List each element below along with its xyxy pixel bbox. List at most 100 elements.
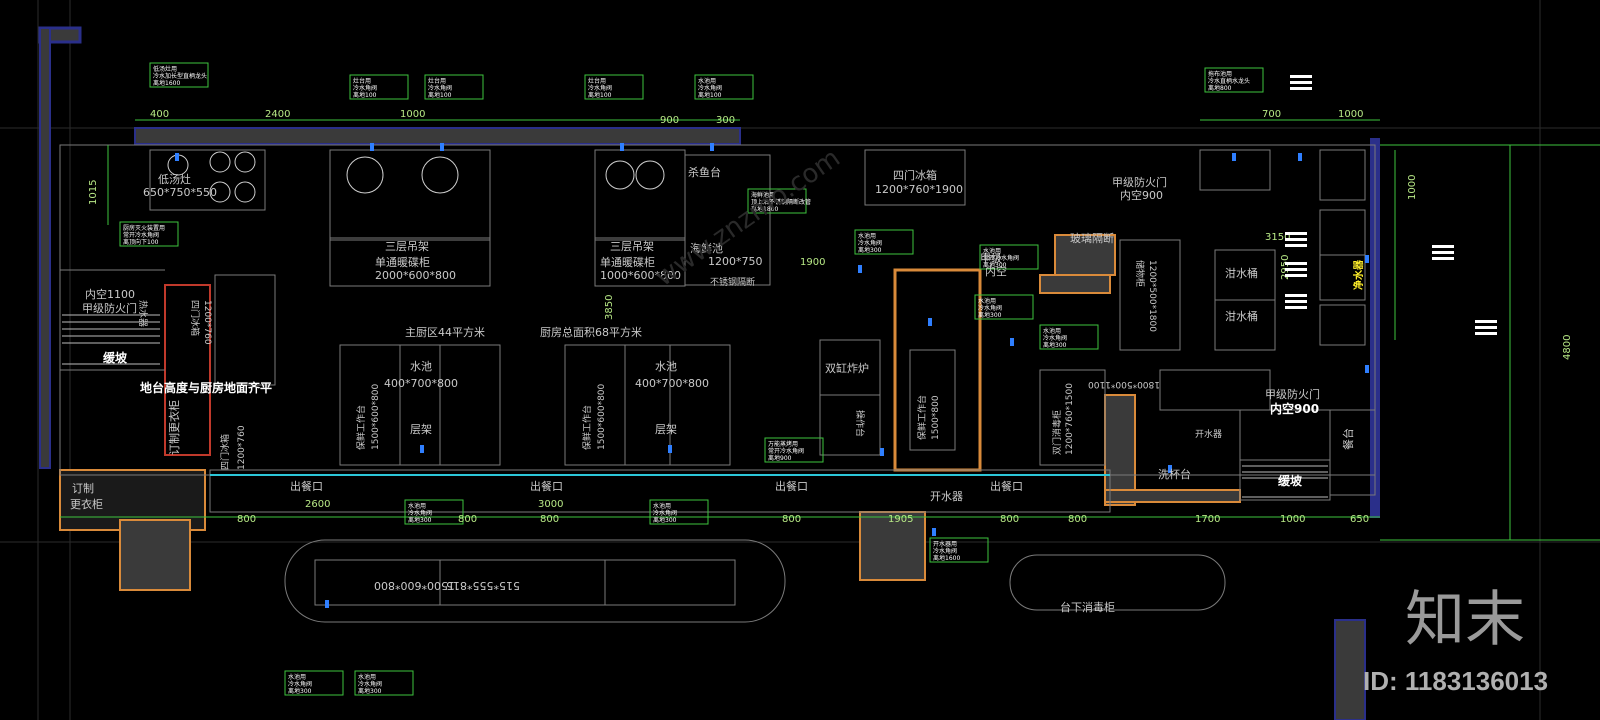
label-shelf-right: 储物柜 <box>1134 260 1146 287</box>
spec-tag-border <box>354 670 414 696</box>
spec-tag-line: 离地300 <box>288 687 312 695</box>
dim-side-4: 1900 <box>800 257 825 268</box>
spec-tag-line: 厨房灭火装置用 <box>123 224 165 232</box>
dim-top-5: 700 <box>1262 109 1281 120</box>
spec-tag-line: 离地300 <box>978 311 1002 319</box>
spec-tag-border <box>349 74 409 100</box>
spec-tag-line: 水池用 <box>408 502 426 510</box>
label-rack1: 三层吊架 <box>385 240 429 253</box>
dim-top-6: 1000 <box>1338 109 1363 120</box>
spec-tag-border <box>284 670 344 696</box>
spec-tag-line: 离地300 <box>858 246 882 254</box>
label-inner-clear: 内空1100 <box>85 287 135 301</box>
label-fridge-top-size: 1200*760*1900 <box>875 183 963 196</box>
label-fryer: 双缸炸炉 <box>825 361 869 375</box>
dim-bottom-8: 800 <box>1068 514 1087 525</box>
spec-tag-line: 离地1600 <box>933 554 960 562</box>
dim-bottom-11: 650 <box>1350 514 1369 525</box>
label-water-dispenser2: 开水器 <box>1195 428 1222 440</box>
label-fire-door-right-clear: 内空900 <box>1270 401 1319 416</box>
dim-bottom-10: 1000 <box>1280 514 1305 525</box>
dim-side-3: 3850 <box>604 295 615 320</box>
label-main-area: 主厨区44平方米 <box>405 325 485 339</box>
spec-tag-line: 离地100 <box>353 91 377 99</box>
label-shelf1: 层架 <box>410 423 432 436</box>
spec-tag-border <box>747 188 807 214</box>
label-ramp-right: 缓坡 <box>1278 473 1303 488</box>
dim-top-0: 400 <box>150 109 169 120</box>
spec-tag-line: 水池用 <box>978 297 996 305</box>
label-fire-door-top-clear: 内空900 <box>1120 188 1163 202</box>
spec-tag-line: 冷水角阀 <box>353 84 377 92</box>
spec-tag-border <box>979 244 1039 270</box>
label-disinfect: 台下消毒柜 <box>1060 600 1115 614</box>
label-pass2: 出餐口 <box>530 479 563 493</box>
label-fire-door-top: 甲级防火门 <box>1112 175 1167 189</box>
label-locker-left: 订制更衣柜 <box>167 400 181 455</box>
label-glass-cabinet: 玻璃隔断 <box>1070 231 1114 245</box>
label-locker-bottom: 订制 <box>72 482 94 495</box>
label-cabinet2-size: 1000*600*800 <box>600 269 681 282</box>
label-rack2: 三层吊架 <box>610 240 654 253</box>
label-pass1: 出餐口 <box>290 479 323 493</box>
label-sink1-size: 400*700*800 <box>384 377 458 390</box>
label-shelf2: 层架 <box>655 423 677 436</box>
dim-bottom-4: 800 <box>540 514 559 525</box>
label-cabinet2: 单通暖碟柜 <box>600 256 655 269</box>
dim-top-4: 300 <box>716 115 735 126</box>
label-fridge-left: 四门冰箱 <box>189 300 201 336</box>
room-labels: 低汤灶 650*750*550 三层吊架 单通暖碟柜 2000*600*800 … <box>70 165 1365 614</box>
spec-tag-line: 离地1600 <box>153 79 180 87</box>
label-stove-size: 650*750*550 <box>143 186 217 199</box>
label-workbench2-size: 1500*600*800 <box>597 383 607 450</box>
spec-tag-border <box>854 229 914 255</box>
label-dish-cabinet: 双门消毒柜 <box>1051 410 1063 455</box>
dim-top-2: 1000 <box>400 109 425 120</box>
spec-tag-line: 常开冷水角阀 <box>983 254 1019 262</box>
label-dining: 餐台 <box>1341 428 1355 450</box>
ramp-hatch-right <box>1242 465 1328 498</box>
spec-tag-border <box>694 74 754 100</box>
label-ramp-left: 缓坡 <box>103 350 128 365</box>
stove-burners <box>167 151 665 203</box>
spec-tag-border <box>649 499 709 525</box>
spec-tag-line: 离地300 <box>408 516 432 524</box>
label-stove: 低汤灶 <box>158 172 191 186</box>
label-size-mirror: 1800*500*1100 <box>1088 379 1160 389</box>
label-clean-water: 净水器 <box>1352 259 1365 290</box>
watermark-logo: 知末 <box>1405 585 1525 655</box>
dim-bottom-3: 3000 <box>538 499 563 510</box>
label-seafood-pool: 海鲜池 <box>690 241 723 255</box>
dim-texts: 400 2400 1000 900 300 700 1000 800 2600 … <box>88 109 1573 525</box>
spec-tag-line: 离地900 <box>768 454 792 462</box>
label-fire-door-right: 甲级防火门 <box>1265 387 1320 401</box>
spec-tag-line: 开水器用 <box>933 540 957 548</box>
list-icons <box>1285 75 1497 335</box>
label-water-bucket1: 泔水桶 <box>1225 266 1258 280</box>
label-partition: 不锈钢隔断 <box>710 276 755 288</box>
spec-tag-line: 离地100 <box>428 91 452 99</box>
label-water-dispenser: 开水器 <box>930 490 963 503</box>
spec-tag-line: 常开冷水角阀 <box>768 447 804 455</box>
spec-tag-border <box>1039 324 1099 350</box>
spec-tag-line: 水池用 <box>653 502 671 510</box>
watermark-id: ID: 1183136013 <box>1363 666 1548 696</box>
spec-tag-line: 冷水角阀 <box>1043 334 1067 342</box>
label-bottom-counter-size: 1500*600*800 <box>374 579 455 592</box>
spec-tag-line: 水池用 <box>698 77 716 85</box>
label-seafood-size: 1200*750 <box>708 255 763 268</box>
spec-tag-line: 冷水角阀 <box>428 84 452 92</box>
label-fish-table: 杀鱼台 <box>688 165 721 179</box>
spec-tag-border <box>584 74 644 100</box>
dim-top-3: 900 <box>660 115 679 126</box>
spec-tag-line: 水池用 <box>858 232 876 240</box>
spec-tag-border <box>1204 67 1264 93</box>
